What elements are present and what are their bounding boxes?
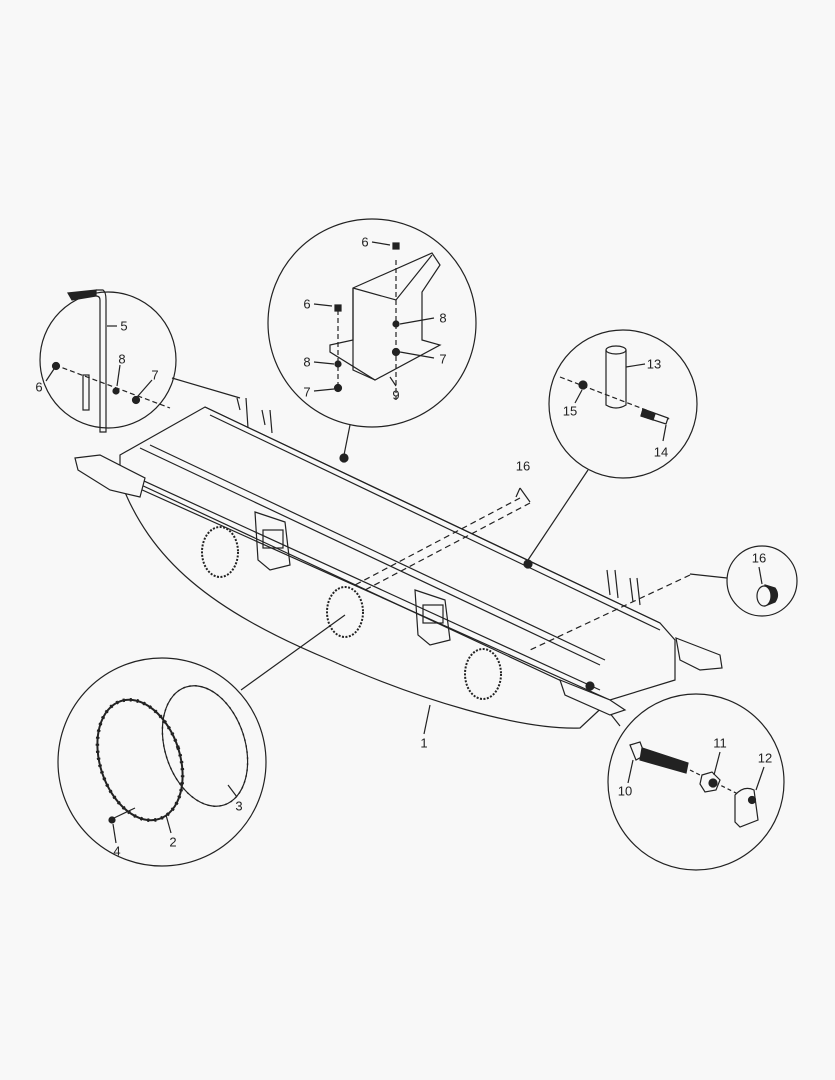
callout-2: 2 — [169, 834, 177, 850]
callout-16: 16 — [515, 458, 531, 474]
callout-15: 15 — [562, 403, 578, 419]
plug-part — [756, 566, 779, 607]
callout-9: 9 — [392, 387, 400, 403]
handle-part — [45, 289, 171, 433]
callout-8: 8 — [439, 310, 447, 326]
bracket-detail-circle — [267, 218, 477, 428]
plug-detail-circle — [726, 545, 798, 617]
handle-detail-circle — [39, 291, 177, 429]
callout-14: 14 — [653, 444, 669, 460]
cover-part — [95, 685, 249, 844]
callout-6: 6 — [361, 234, 369, 250]
callout-1: 1 — [420, 735, 428, 751]
callout-6: 6 — [35, 379, 43, 395]
callout-6: 6 — [303, 296, 311, 312]
cover-detail-circle — [57, 657, 267, 867]
pin-part — [559, 345, 673, 442]
callout-8: 8 — [118, 351, 126, 367]
callout-13: 13 — [646, 356, 662, 372]
callout-16: 16 — [751, 550, 767, 566]
pin-detail-circle — [548, 329, 698, 479]
callout-8: 8 — [303, 354, 311, 370]
callout-7: 7 — [303, 384, 311, 400]
callout-7: 7 — [439, 351, 447, 367]
callout-12: 12 — [757, 750, 773, 766]
callout-5: 5 — [120, 318, 128, 334]
bolt-detail-circle — [607, 693, 785, 871]
callout-11: 11 — [713, 735, 727, 751]
tank-body — [74, 397, 723, 735]
callout-10: 10 — [617, 783, 633, 799]
callout-4: 4 — [113, 843, 121, 859]
callout-7: 7 — [151, 367, 159, 383]
bolt-part — [627, 741, 765, 828]
bracket-part — [313, 241, 442, 400]
callout-3: 3 — [235, 798, 243, 814]
